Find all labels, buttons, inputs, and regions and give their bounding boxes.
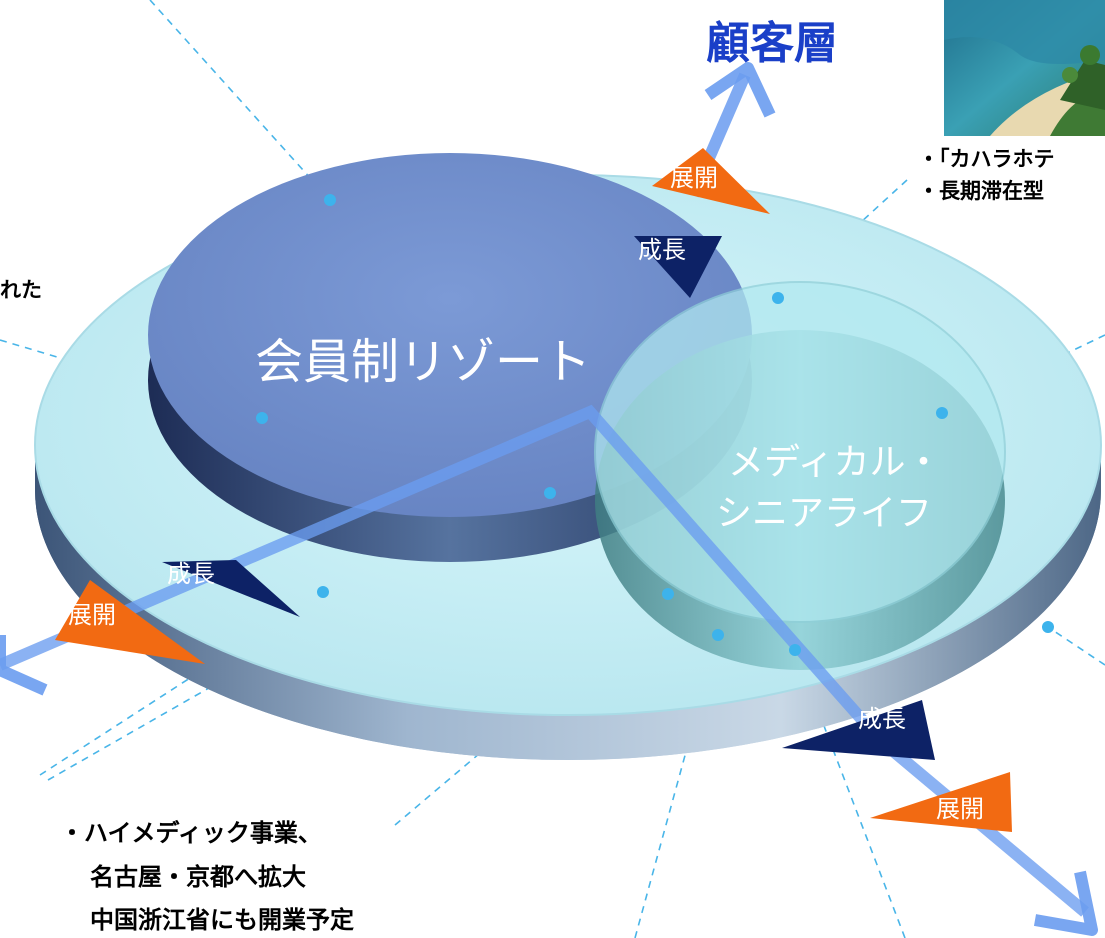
leader-dot [712,629,724,641]
badge-expand-right: 展開 [870,772,1012,832]
leader-dot [936,407,948,419]
badge-expand-label: 展開 [68,601,116,629]
leader-line [39,591,324,776]
note-top-right-2: ・長期滞在型 [918,179,1044,203]
note-left: れた [0,278,42,302]
leader-dot [662,588,674,600]
resort-beach-photo [944,0,1105,136]
badge-expand-label: 展開 [936,795,984,823]
leader-dot [544,487,556,499]
badge-grow-right: 成長 [782,700,935,760]
badge-grow-label: 成長 [167,560,215,588]
leader-dot [1042,621,1054,633]
badge-expand-label: 展開 [670,164,718,192]
customer-layer-label: 顧客層 [706,18,838,69]
medical-senior-label-line2: シニアライフ [716,493,932,534]
note-bottom-1: ・ハイメディック事業、 [60,819,322,847]
badge-expand-left: 展開 [55,580,205,664]
leader-line [941,334,1105,414]
membership-resort-label: 会員制リゾート [255,334,591,390]
badge-grow-left: 成長 [162,560,300,617]
leader-dot [256,412,268,424]
badge-expand-top: 展開 [652,148,770,214]
badge-grow-label: 成長 [858,705,906,733]
badge-grow-label: 成長 [638,236,686,264]
leader-line [149,0,331,201]
leader-dot [324,194,336,206]
note-top-right-1: ・「カハラホテ [918,147,1055,171]
medical-disc [594,281,1006,670]
leader-dot [317,586,329,598]
medical-senior-label-line1: メディカル・ [728,442,941,483]
leader-line [1047,626,1105,666]
leader-dot [789,644,801,656]
leader-dots [256,194,1054,656]
note-bottom-3: 中国浙江省にも開業予定 [90,906,354,934]
badge-grow-top: 成長 [634,236,722,298]
note-bottom-2: 名古屋・京都へ拡大 [90,863,306,891]
leader-dot [772,292,784,304]
